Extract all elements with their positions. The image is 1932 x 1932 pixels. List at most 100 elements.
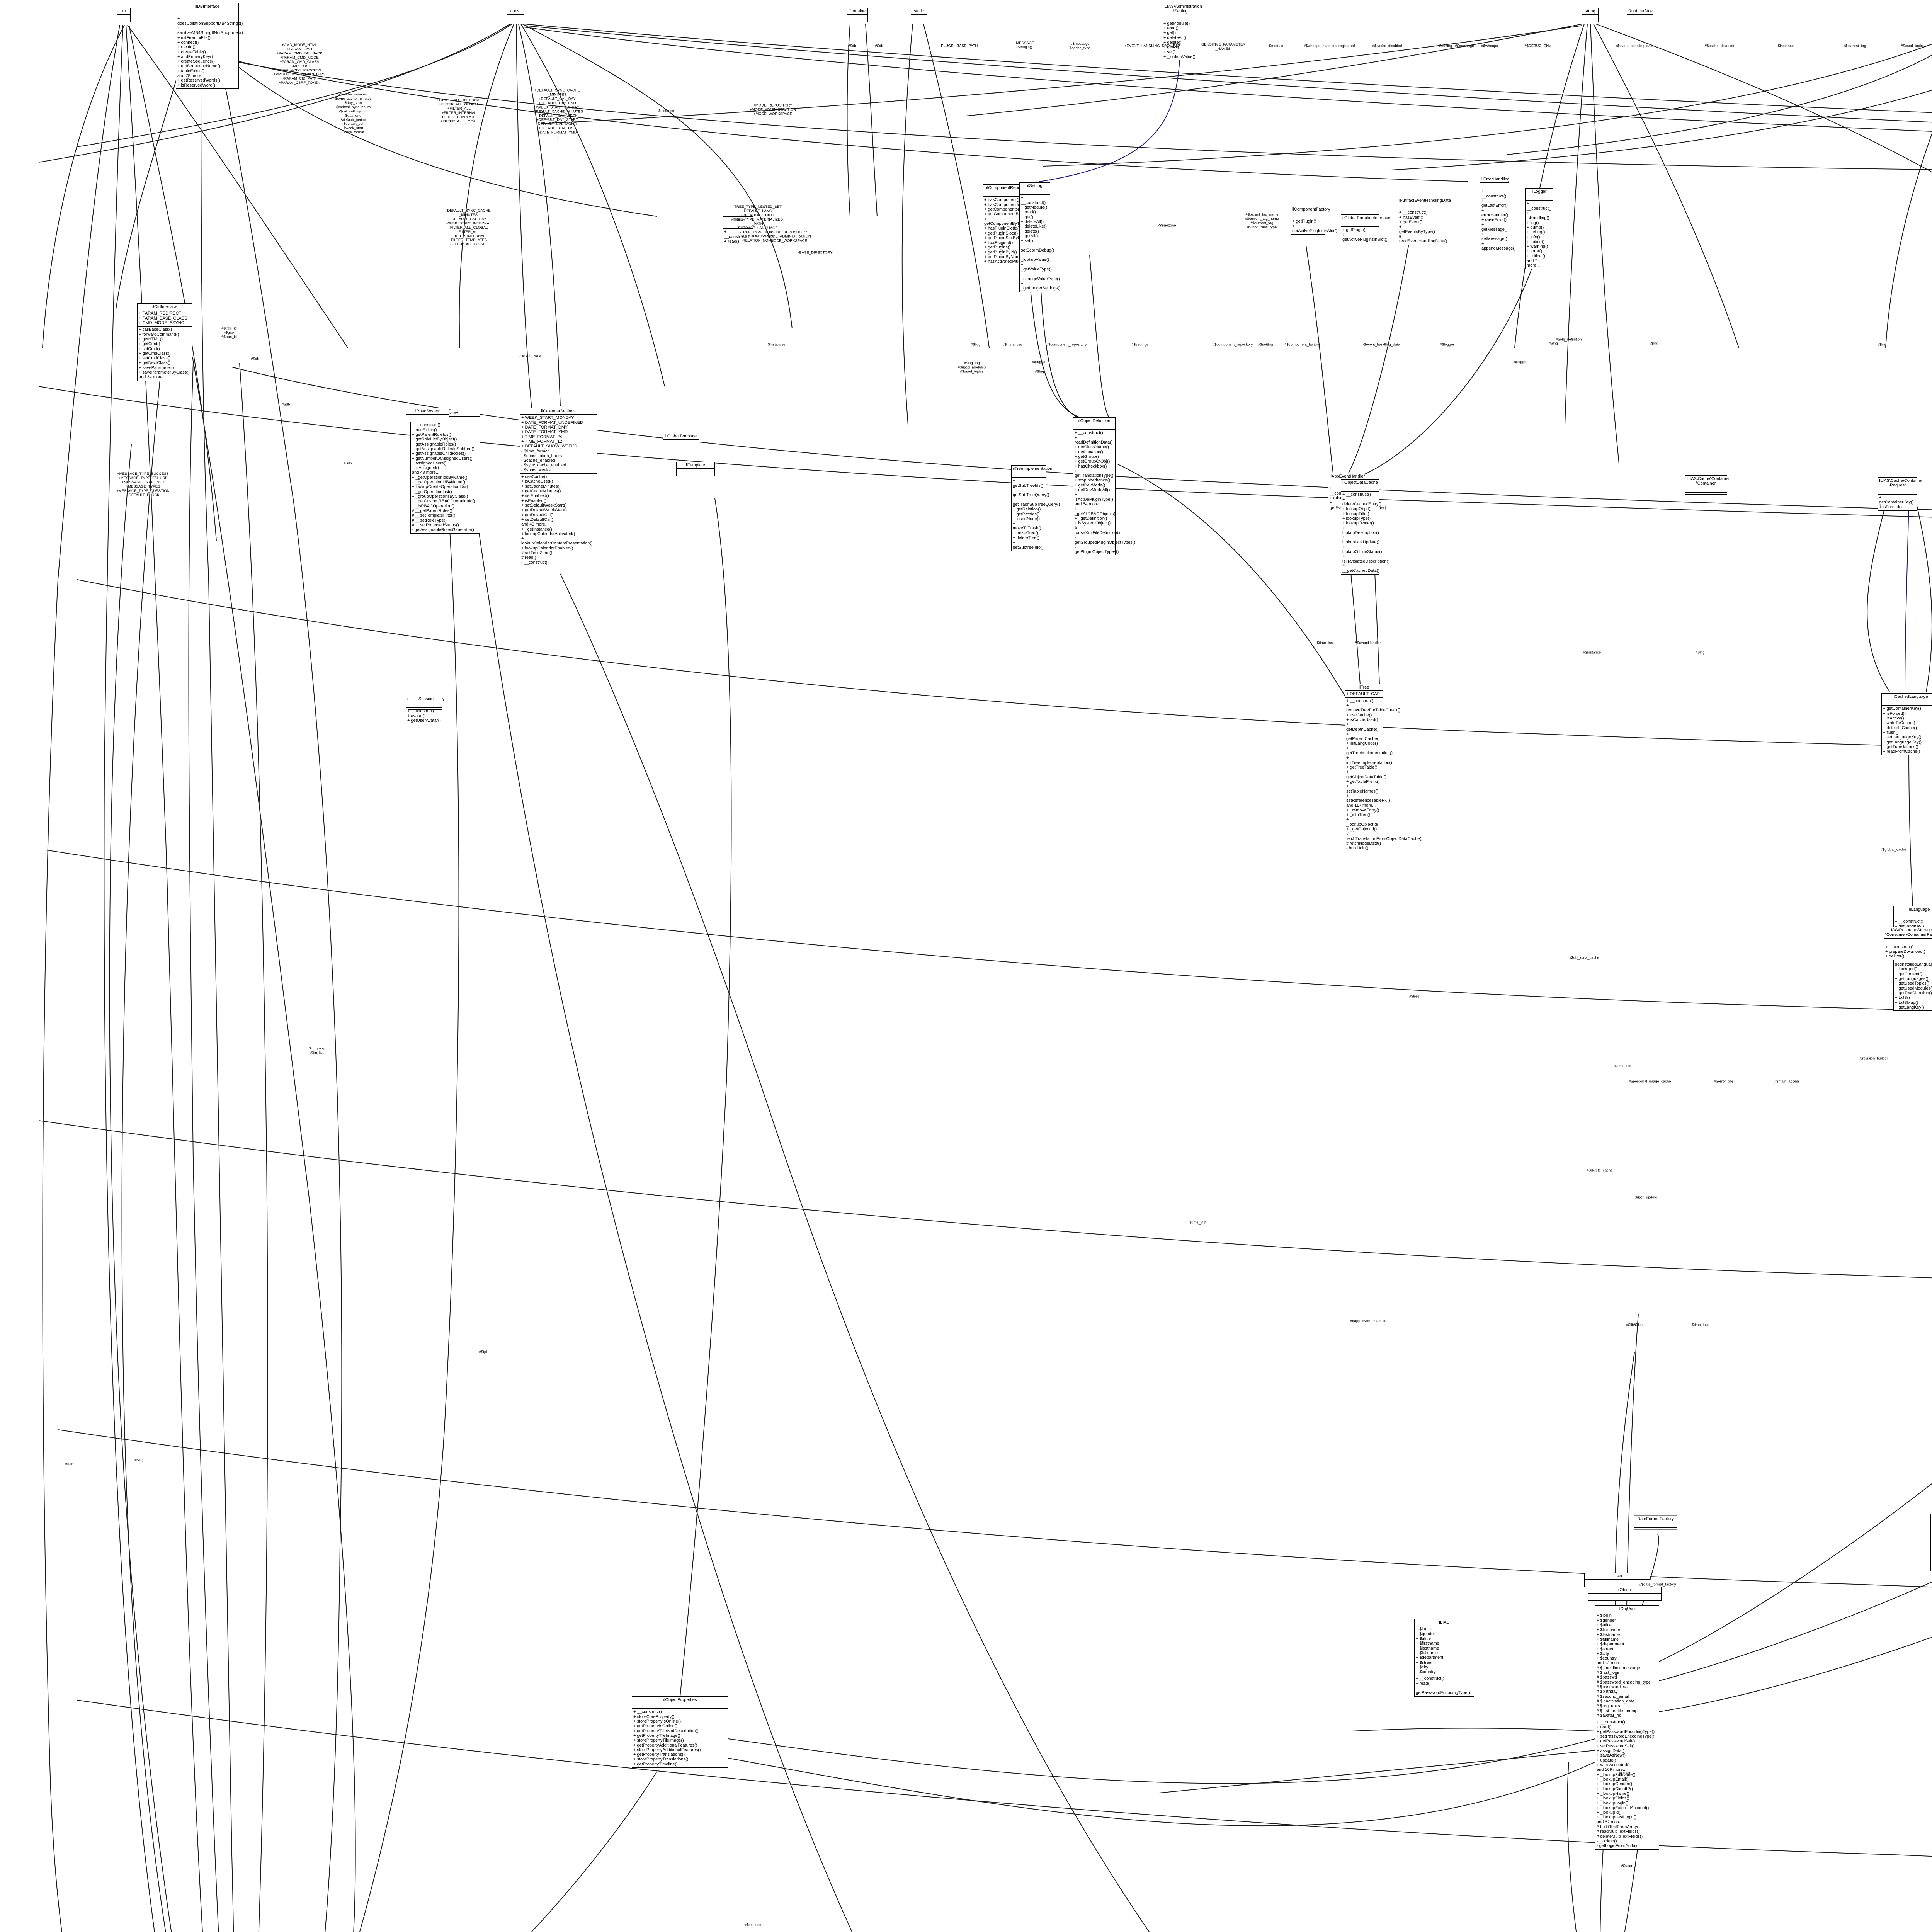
class-node-attributes — [1291, 213, 1325, 219]
edge-label: +MESSAGE +$plugin() — [1014, 41, 1034, 49]
class-node-operations: + __construct() + isHandling() + log() +… — [1527, 201, 1552, 268]
class-node-title: ilComponentFactory — [1291, 206, 1330, 213]
edge-label: #$ilias — [1633, 1323, 1644, 1327]
class-node-ilrbacsystem[interactable]: ilRbacSystem — [406, 408, 449, 422]
class-node-title: ILIAS — [1415, 1619, 1474, 1626]
class-node-title: ilCalendarSettings — [520, 408, 597, 415]
class-node-iluser[interactable]: ilUser — [1584, 1573, 1650, 1587]
edge-label: #$lng_log #$used_modules #$used_topics — [957, 361, 986, 374]
class-node-iltree[interactable]: ilTree+ DEFAULT_CAP+ __construct() + rem… — [1345, 684, 1423, 852]
class-node-ilobjectproperties[interactable]: ilObjectProperties+ __construct() + stor… — [632, 1696, 728, 1768]
class-node-iltemplate[interactable]: ilTemplate — [676, 462, 715, 476]
class-node-attributes — [1931, 1526, 1932, 1531]
class-node-ilglobaltemplate[interactable]: ilGlobalTemplate — [663, 433, 699, 447]
edge-label: -SENSITIVE_PARAMETER _NAMES — [1200, 43, 1246, 51]
class-node-title: ilDBInterface — [176, 3, 238, 10]
edge-label: #$tree_id -$gap #$root_id — [221, 326, 237, 339]
class-node-ilobjectdefinition[interactable]: ilObjectDefinition+ __construct() + read… — [1073, 417, 1135, 556]
class-node-string[interactable]: string — [1582, 8, 1599, 22]
edge-label: #$component_factory — [1284, 342, 1320, 347]
edge-label: #$tpl — [479, 1350, 487, 1354]
class-node-ildbinterface[interactable]: ilDBInterface + doesCollationSupportMB4St… — [176, 3, 243, 89]
edge-label: -BASE_DIRECTORY — [798, 250, 833, 255]
class-node-iltreeimplementation[interactable]: ilTreeImplementation+ getSubTreeIds() + … — [1011, 465, 1060, 551]
edge-label: #$cache_disabled — [1704, 44, 1735, 48]
edge-label: #$db — [344, 461, 352, 466]
class-node-ilctrlinterface[interactable]: ilCtrlInterface+ PARAM_REDIRECT + PARAM_… — [137, 303, 192, 381]
class-node-operations: + hasComponent() + hasComponentId() + ge… — [984, 197, 1048, 264]
class-node-operations: + getContainerKey() + isForced() + isAct… — [1883, 706, 1922, 754]
class-node-title: ILIAS\Administration \Setting — [1162, 3, 1202, 15]
class-node-attributes — [1480, 183, 1509, 189]
edge-label: $time_inst — [1317, 641, 1334, 645]
class-node-operations: + __construct() + read() — [724, 230, 749, 244]
class-node-attributes — [1685, 487, 1727, 493]
class-node-ilsession[interactable]: ilSession — [408, 696, 442, 710]
edge-label: #$logger — [1513, 360, 1528, 364]
edge-label: #$eventHandler — [1355, 641, 1381, 645]
class-node-ilias-cache-container-request[interactable]: ILIAS\Cache\Container \Request+ getConta… — [1878, 477, 1923, 511]
class-node-operations: + doesCollationSupportMB4Strings() + san… — [177, 16, 243, 88]
class-node-ilsetting[interactable]: ilSetting+ __construct() + getModule() +… — [1019, 182, 1061, 292]
edge-label: #$error_obj — [1714, 1079, 1733, 1084]
class-node-int[interactable]: int — [117, 8, 131, 22]
class-node-attributes: + DEFAULT_CAP — [1345, 691, 1383, 698]
class-node-dateformatfactory[interactable]: DateFormatFactory — [1634, 1515, 1677, 1530]
edge-label: #$instances — [1002, 342, 1022, 347]
class-node-ilcomponentfactory[interactable]: ilComponentFactory+ getPlugin() + getAct… — [1291, 206, 1337, 235]
class-node-ilias-administration-setting[interactable]: ILIAS\Administration \Setting + getModule… — [1162, 3, 1202, 61]
edge-label: #$setting — [1258, 342, 1273, 347]
class-node-title: RunInterface — [1627, 8, 1653, 15]
class-node-ilcachedlanguage[interactable]: ilCachedLanguage+ getContainerKey() + is… — [1881, 693, 1932, 755]
class-node-ilobjuser[interactable]: ilObjUser+ $login + $gender + $utitle + … — [1595, 1605, 1659, 1850]
class-node-title: ILIAS\Cache\Container \Container — [1685, 476, 1730, 487]
edge-label: #$message — [1455, 44, 1474, 48]
class-node-illanguage_top[interactable]: ilRbacReview+ __construct() + roleExists… — [410, 410, 480, 534]
class-node-title: ilRbacSystem — [406, 408, 449, 415]
class-node-ilcalendarsettings[interactable]: ilCalendarSettings+ WEEK_START_MONDAY + … — [520, 408, 597, 566]
edge-label: #$component_repository — [1046, 342, 1087, 347]
edge-label: #$ilog — [971, 342, 981, 347]
class-node-ilias-resourcestorage-consumer-consumerfactory[interactable]: ILIAS\ResourceStorage \Consumer\Consumer… — [1884, 927, 1932, 960]
class-node-ilias-cache-container-container[interactable]: ILIAS\Cache\Container \Container — [1685, 475, 1730, 495]
class-node-attributes — [1398, 204, 1437, 210]
class-node-title: ilErrorHandling — [1480, 176, 1510, 183]
class-node-title: string — [1582, 8, 1598, 15]
class-node-operations — [507, 20, 524, 22]
class-node-title: ilLanguage — [1894, 906, 1932, 913]
class-node-ilias[interactable]: ILIAS+ $login + $gender + $utitle + $fir… — [1414, 1619, 1474, 1697]
class-node-title: ilObjectDefinition — [1073, 418, 1115, 425]
class-node-title: ilGlobalTemplate — [663, 433, 699, 440]
class-node-illogger[interactable]: ilLogger+ __construct() + isHandling() +… — [1525, 188, 1553, 269]
edge-label: #$message $cache_type — [1070, 42, 1090, 50]
class-node-ilartifacteventhandlingdata[interactable]: ilArtifactEventHandlingData+ __construct… — [1398, 197, 1451, 245]
edge-label: $time_inst — [1614, 1064, 1631, 1068]
class-node-title: static — [911, 8, 927, 15]
class-node-ilerrorhandling[interactable]: ilErrorHandling+ __construct() + getLast… — [1480, 176, 1516, 252]
class-node-operations: + getModule() + read() + get() + deleteA… — [1163, 21, 1196, 59]
edge-label: #$whoops — [1481, 44, 1498, 48]
edge-label: #$global_cache — [1880, 847, 1906, 852]
class-node-runinterface[interactable]: RunInterface — [1627, 8, 1653, 22]
class-node-ilinifile[interactable]: ilIniFile+ __construct() + read() — [723, 216, 753, 245]
edge-label: #$obj_definition — [1556, 337, 1582, 342]
edge-label: #$db — [282, 402, 290, 407]
class-node-attributes — [1878, 489, 1917, 495]
class-node-attributes — [677, 469, 714, 474]
class-node-ilias-resourcestorage-services[interactable]: ILIAS\ResourceStorage \Services+ __const… — [1930, 1514, 1932, 1571]
class-node-title: ilObjUser — [1595, 1606, 1659, 1613]
class-node-container[interactable]: Container — [847, 8, 868, 22]
class-node-ilobjectdatacache[interactable]: ilObjectDataCache+ __construct() + delet… — [1341, 479, 1389, 575]
class-node-attributes — [1627, 15, 1653, 20]
class-node-operations: + useCache() + isCacheUsed() + setCacheM… — [521, 474, 593, 565]
class-node-operations — [1582, 20, 1598, 22]
class-node-title: ilTree — [1345, 684, 1383, 691]
class-node-ilglobaltemplateinterface[interactable]: ilGlobalTemplateInterface+ getPlugin() +… — [1341, 214, 1390, 243]
class-node-operations — [847, 20, 867, 22]
edge-label: #$ilias — [1626, 1323, 1637, 1327]
class-node-operations: + __construct() + hasEvent() + getEvent(… — [1399, 210, 1447, 244]
class-node-const[interactable]: const — [507, 8, 524, 22]
class-node-static[interactable]: static — [911, 8, 927, 22]
class-node-ilobject[interactable]: ilObject — [1588, 1587, 1662, 1601]
